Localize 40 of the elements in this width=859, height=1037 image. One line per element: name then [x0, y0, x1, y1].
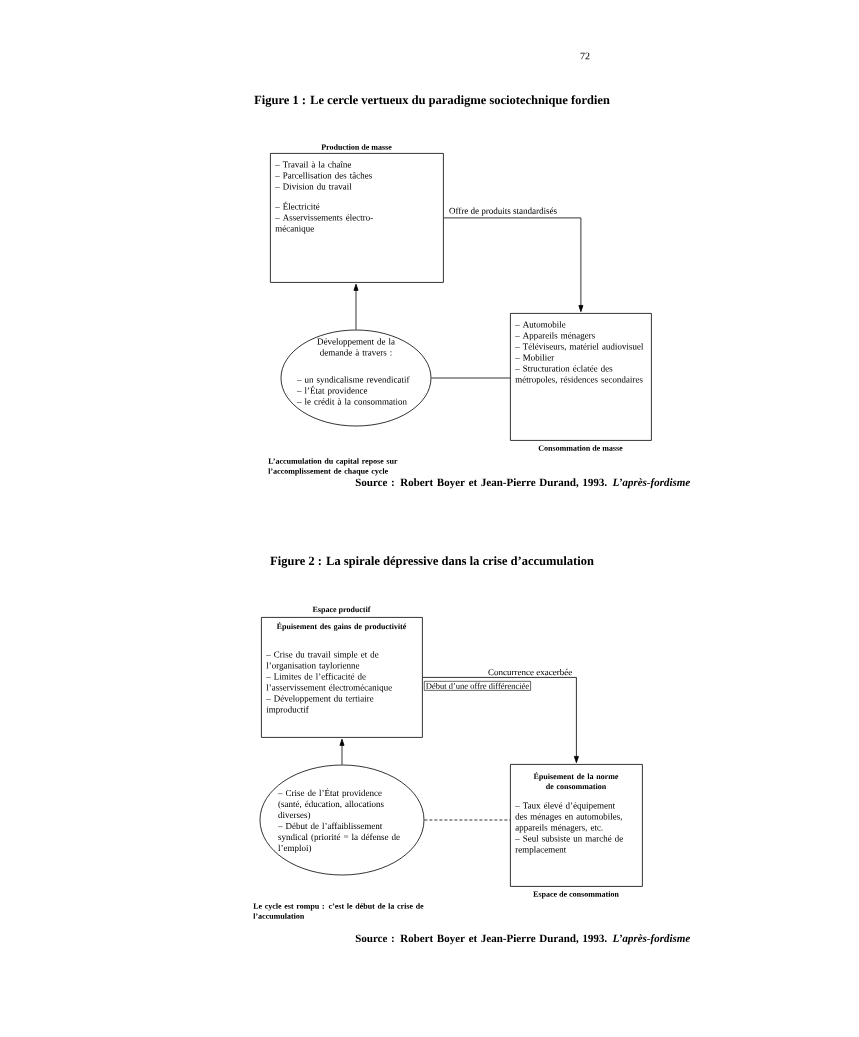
node-label: – Travail à la chaîne [275, 161, 352, 168]
box-heading: Espace productif [312, 606, 371, 614]
boxed-label: Début d’une offre différenciée [424, 681, 531, 691]
node-label: – Crise du travail simple et de l’organisation taylorienne [266, 651, 379, 671]
source-note: Source : Robert Boyer et Jean-Pierre Durand, 1993. L’après-fordisme [355, 934, 690, 945]
node-label: – Division du travail [275, 183, 352, 190]
node-label: – un syndicalisme revendicatif [296, 376, 410, 385]
node-label: – Structuration éclatée des métropoles, résidences secondaires [515, 365, 643, 385]
arrow [443, 217, 584, 313]
node-label: – Asservissements électro-mécanique [275, 214, 373, 234]
arrow [339, 738, 345, 765]
arrow [353, 283, 359, 330]
figure-title: Figure 2 : La spirale dépressive dans la crise d’accumulation [270, 556, 594, 568]
box-heading: Consommation de masse [538, 445, 623, 451]
node-label: Développement de la demande à travers : [317, 338, 395, 356]
figure-title: Figure 1 : Le cercle vertueux du paradigme sociotechnique fordien [254, 95, 610, 107]
process-box: – Travail à la chaîne – Parcellisation des tâches – Division du travail – Électricité – Asservissements électro-mécanique [270, 153, 444, 283]
edge-label: Offre de produits standardisés [448, 206, 559, 217]
node-label: – Parcellisation des tâches [275, 172, 372, 179]
page-number: 72 [580, 52, 590, 60]
edge-label: Concurrence exacerbée [487, 667, 574, 677]
node-label: – Mobilier [515, 354, 555, 361]
cycle-note: L’accumulation du capital repose sur l’accomplissement de chaque cycle [268, 458, 398, 476]
box-heading: Production de masse [321, 144, 392, 150]
source-note: Source : Robert Boyer et Jean-Pierre Durand, 1993. L’après-fordisme [355, 478, 690, 489]
node-label: – Automobile [515, 321, 566, 328]
node-label: – l’État providence [296, 385, 368, 396]
process-box: Épuisement de la norme de consommation – Taux élevé d’équipement des ménages en automobiles, appareils ménagers, etc. – Seul subsiste un marché de remplacement [510, 764, 643, 887]
cycle-note: Le cycle est rompu : c’est le début de la crise de l’accumulation [253, 903, 424, 919]
process-box: – Automobile – Appareils ménagers – Téléviseurs, matériel audiovisuel – Mobilier – Structuration éclatée des métropoles, résidences secondaires [510, 313, 652, 441]
node-label: – Développement du tertiaire improductif [266, 695, 374, 715]
node-label: – le crédit à la consommation [296, 398, 407, 405]
node-label: Épuisement des gains de productivité [276, 622, 407, 631]
node-label: – Électricité [275, 201, 320, 210]
arrow [422, 677, 579, 764]
node-label: – Appareils ménagers [515, 332, 595, 341]
box-heading: Espace de consommation [533, 891, 619, 899]
node-label: – Limites de l’efficacité de l’asservissement électromécanique [266, 673, 392, 693]
process-box: Épuisement des gains de productivité – Crise du travail simple et de l’organisation taylorienne – Limites de l’efficacité de l’asservissement électromécanique – Développement du tertiaire improductif [261, 617, 423, 738]
node-label: – Téléviseurs, matériel audiovisuel [515, 343, 644, 351]
